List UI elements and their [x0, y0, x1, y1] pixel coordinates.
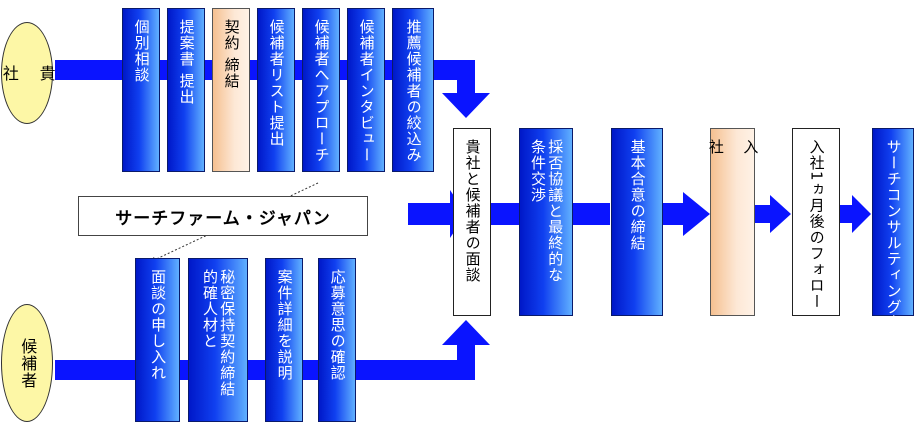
agreement-to-join-arrow [662, 192, 710, 236]
step-client-candidate-interview: 貴社と候補者の面談 [453, 128, 491, 316]
step-basic-agreement: 基本合意の締結 [611, 128, 663, 316]
step-label: 入社1ヵ月後のフォロー [807, 139, 826, 310]
step-label: サーチコンサルティング完了 [884, 139, 903, 347]
step-candidate-list: 候補者リスト提出 [257, 8, 295, 172]
step-candidate-approach: 候補者へアプローチ [302, 8, 340, 172]
step-label: 秘密保持契約締結 的確人材と [201, 269, 237, 397]
step-shortlist: 推薦候補者の絞込み [392, 8, 434, 172]
join-to-followup-arrow [755, 195, 791, 233]
step-meeting-request: 面談の申し入れ [135, 258, 180, 422]
step-joining: 入 社 [707, 128, 759, 316]
step-intent-confirmation: 応募意思の確認 [318, 258, 356, 422]
client-oval: 貴 社 [0, 22, 56, 124]
candidate-label: 候補者 [18, 337, 38, 389]
step-candidate-interview: 候補者インタビュー [347, 8, 385, 172]
step-label: 基本合意の締結 [628, 139, 647, 251]
client-label: 貴 社 [0, 64, 56, 82]
step-label: 契約 締結 [222, 19, 241, 89]
connector-bar [490, 203, 520, 225]
followup-to-complete-arrow [840, 195, 871, 233]
candidate-oval: 候補者 [1, 304, 53, 422]
step-label: 応募意思の確認 [328, 269, 347, 381]
step-one-month-followup: 入社1ヵ月後のフォロー [792, 128, 840, 316]
firm-label-text: サーチファーム・ジャパン [115, 208, 331, 229]
step-label: 候補者インタビュー [357, 19, 376, 163]
step-label: 提案書 提出 [177, 19, 196, 105]
step-label: 個別相談 [132, 19, 151, 83]
firm-to-interview-arrow [408, 190, 466, 238]
step-label: 推薦候補者の絞込み [404, 19, 423, 163]
step-label: 採否協議と最終的な 条件交渉 [529, 139, 565, 283]
step-label: 候補者リスト提出 [267, 19, 286, 147]
step-label: 候補者へアプローチ [312, 19, 331, 163]
step-nda-signing: 秘密保持契約締結 的確人材と [188, 258, 248, 422]
step-proposal-submission: 提案書 提出 [167, 8, 205, 172]
step-label: 貴社と候補者の面談 [463, 139, 482, 283]
step-case-explanation: 案件詳細を説明 [265, 258, 303, 422]
step-individual-consultation: 個別相談 [122, 8, 160, 172]
step-contract-signing: 契約 締結 [212, 8, 250, 172]
connector-bar [572, 203, 610, 225]
step-consulting-complete: サーチコンサルティング完了 [872, 128, 914, 347]
step-label: 案件詳細を説明 [275, 269, 294, 381]
step-label: 入 社 [706, 139, 760, 155]
step-label: 面談の申し入れ [149, 269, 168, 381]
firm-label: サーチファーム・ジャパン [78, 196, 368, 236]
step-final-negotiation: 採否協議と最終的な 条件交渉 [519, 128, 573, 316]
